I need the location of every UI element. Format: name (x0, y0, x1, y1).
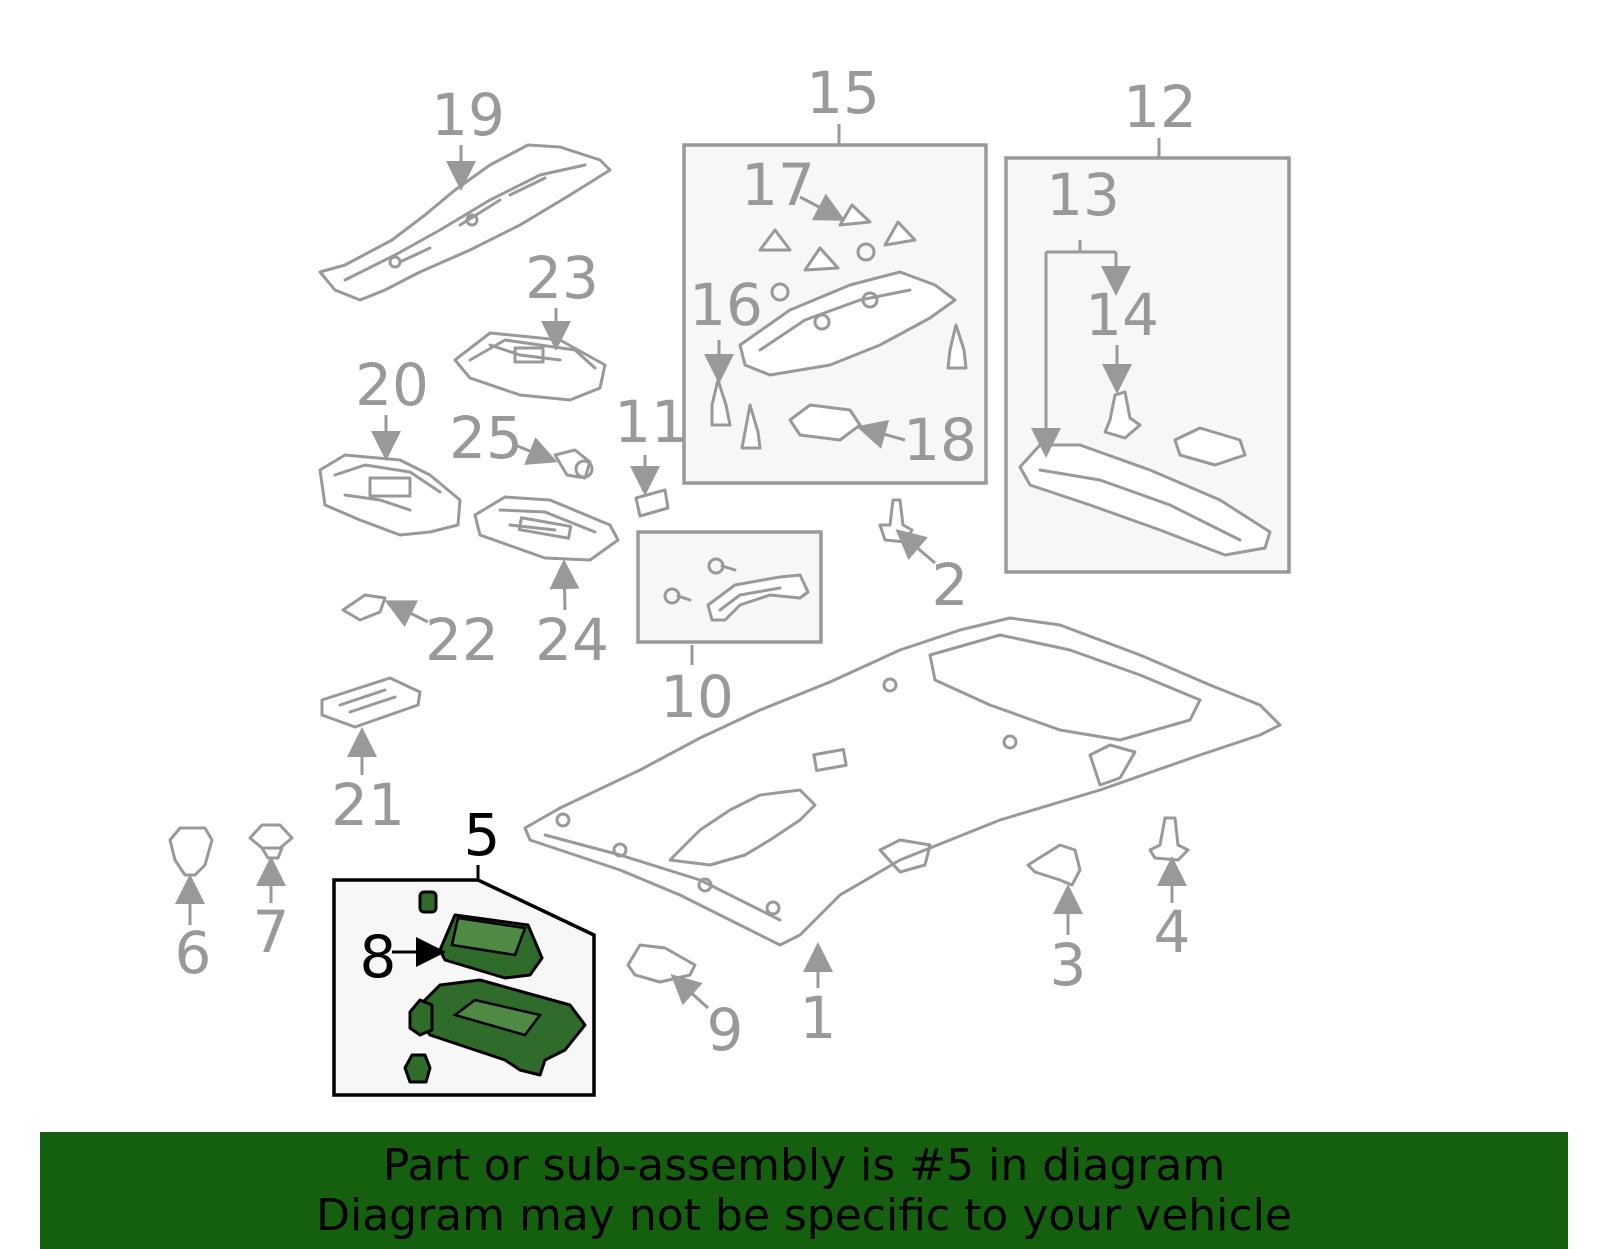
part-22-shape (341, 593, 387, 622)
callout-5: 5 (464, 801, 501, 869)
callout-21: 21 (331, 771, 405, 839)
part-11-shape (634, 488, 670, 518)
callout-15: 15 (806, 59, 880, 127)
part-4-shape (1148, 816, 1190, 862)
part-6-shape (168, 826, 214, 877)
leader-13 (1044, 240, 1116, 445)
callout-3: 3 (1050, 931, 1087, 999)
callout-22: 22 (425, 606, 499, 674)
part-23-shape (453, 331, 607, 402)
part-1-shape (523, 616, 1282, 947)
leader-2 (895, 529, 936, 565)
part-7-shape (248, 823, 294, 860)
part-21-shape (320, 676, 422, 729)
callout-1: 1 (800, 984, 837, 1052)
part-25-shape (553, 448, 594, 480)
leader-9 (670, 973, 710, 1010)
part-5-shape (403, 890, 587, 1084)
info-banner: Part or sub-assembly is #5 in diagram Di… (40, 1132, 1568, 1249)
callout-20: 20 (355, 351, 429, 419)
part-2-shape (878, 498, 914, 544)
callout-6: 6 (175, 919, 212, 987)
part-12-shape (1018, 390, 1272, 557)
leader-25 (514, 437, 558, 465)
leader-24 (549, 559, 580, 611)
part-19-shape (318, 143, 612, 302)
callout-7: 7 (253, 898, 290, 966)
callout-16: 16 (689, 271, 763, 339)
callout-14: 14 (1085, 281, 1159, 349)
callout-18: 18 (903, 406, 977, 474)
callout-4: 4 (1154, 898, 1191, 966)
part-15-shape (710, 203, 968, 450)
callout-25: 25 (449, 404, 523, 472)
part-8-shape (438, 913, 544, 980)
part-20-shape (318, 453, 462, 537)
part-9-shape (626, 943, 697, 984)
callout-19: 19 (431, 81, 505, 149)
banner-line-1: Part or sub-assembly is #5 in diagram (382, 1139, 1226, 1191)
leader-17 (799, 193, 846, 221)
leader-18 (856, 420, 906, 449)
part-24-shape (473, 495, 620, 562)
callout-2: 2 (932, 551, 969, 619)
callout-13: 13 (1046, 161, 1120, 229)
callout-10: 10 (660, 663, 734, 731)
leader-22 (384, 600, 429, 628)
callout-23: 23 (525, 244, 599, 312)
part-3-shape (1026, 843, 1082, 887)
callout-9: 9 (707, 996, 744, 1064)
callout-17: 17 (741, 151, 815, 219)
callout-12: 12 (1123, 73, 1197, 141)
callout-8: 8 (360, 923, 397, 991)
banner-line-2: Diagram may not be specific to your vehi… (316, 1189, 1292, 1241)
callout-24: 24 (535, 606, 609, 674)
part-10-shape (663, 557, 810, 622)
callout-11: 11 (614, 388, 688, 456)
